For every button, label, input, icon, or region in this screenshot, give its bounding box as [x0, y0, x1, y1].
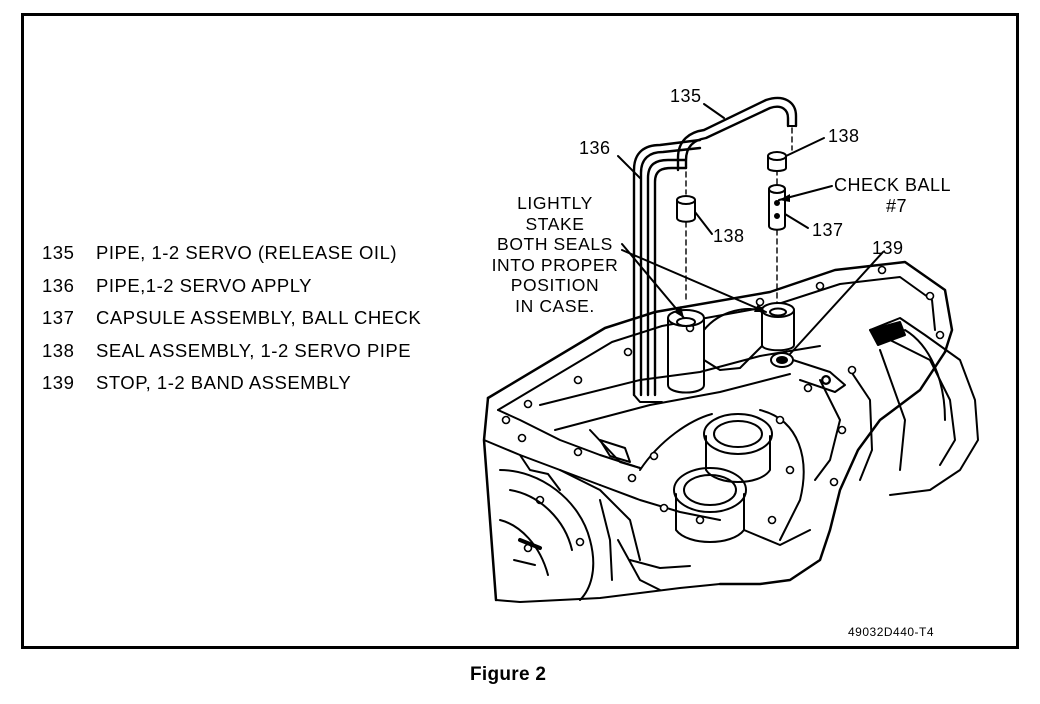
leader-lines	[617, 103, 884, 355]
callout-139: 139	[872, 238, 904, 258]
transmission-case	[482, 260, 979, 603]
pipe-136	[632, 138, 702, 403]
callout-137: 137	[812, 220, 844, 240]
legend-item: 139 STOP, 1-2 BAND ASSEMBLY	[42, 370, 421, 403]
legend-item: 135 PIPE, 1-2 SERVO (RELEASE OIL)	[42, 240, 421, 273]
band-stop-139	[770, 352, 846, 393]
note-line: IN CASE.	[515, 295, 595, 316]
legend-item: 137 CAPSULE ASSEMBLY, BALL CHECK	[42, 305, 421, 338]
legend-text: PIPE,1-2 SERVO APPLY	[96, 274, 313, 296]
figure-frame	[21, 13, 1019, 649]
legend-number: 138	[42, 339, 75, 361]
legend-number: 137	[42, 307, 75, 328]
callout-138-top: 138	[828, 126, 860, 146]
callout-135: 135	[670, 86, 702, 106]
leader-arrowheads	[674, 194, 790, 318]
legend-number: 139	[42, 372, 75, 393]
figure-caption: Figure 2	[470, 664, 547, 685]
callout-check-ball-number: #7	[886, 196, 908, 216]
legend-text: CAPSULE ASSEMBLY, BALL CHECK	[96, 307, 422, 328]
note-line: BOTH SEALS	[497, 234, 613, 254]
parts-legend: 135 PIPE, 1-2 SERVO (RELEASE OIL) 136 PIPE…	[42, 240, 421, 403]
note-line: INTO PROPER	[491, 254, 619, 275]
capsule-137	[768, 184, 786, 231]
legend-number: 135	[42, 242, 75, 263]
pipe-sockets	[667, 302, 795, 394]
assembly-guide-lines	[685, 127, 793, 307]
legend-item: 136 PIPE,1-2 SERVO APPLY	[42, 273, 421, 306]
seal-138-top	[767, 151, 787, 172]
callout-136: 136	[579, 138, 611, 158]
legend-text: PIPE, 1-2 SERVO (RELEASE OIL)	[96, 242, 398, 263]
seal-138-left	[676, 195, 696, 223]
note-line: STAKE	[525, 213, 585, 234]
figure-code: 49032D440-T4	[848, 625, 935, 639]
stake-note: LIGHTLY STAKE BOTH SEALS INTO PROPER POS…	[483, 193, 627, 316]
legend-text: STOP, 1-2 BAND ASSEMBLY	[96, 372, 352, 393]
note-line: POSITION	[510, 275, 600, 295]
pipe-135	[676, 96, 798, 172]
legend-number: 136	[42, 274, 75, 296]
callout-138-left: 138	[713, 226, 745, 246]
callout-check-ball: CHECK BALL	[834, 175, 952, 195]
note-line: LIGHTLY	[517, 193, 593, 213]
legend-text: SEAL ASSEMBLY, 1-2 SERVO PIPE	[96, 339, 412, 361]
legend-item: 138 SEAL ASSEMBLY, 1-2 SERVO PIPE	[42, 338, 421, 371]
